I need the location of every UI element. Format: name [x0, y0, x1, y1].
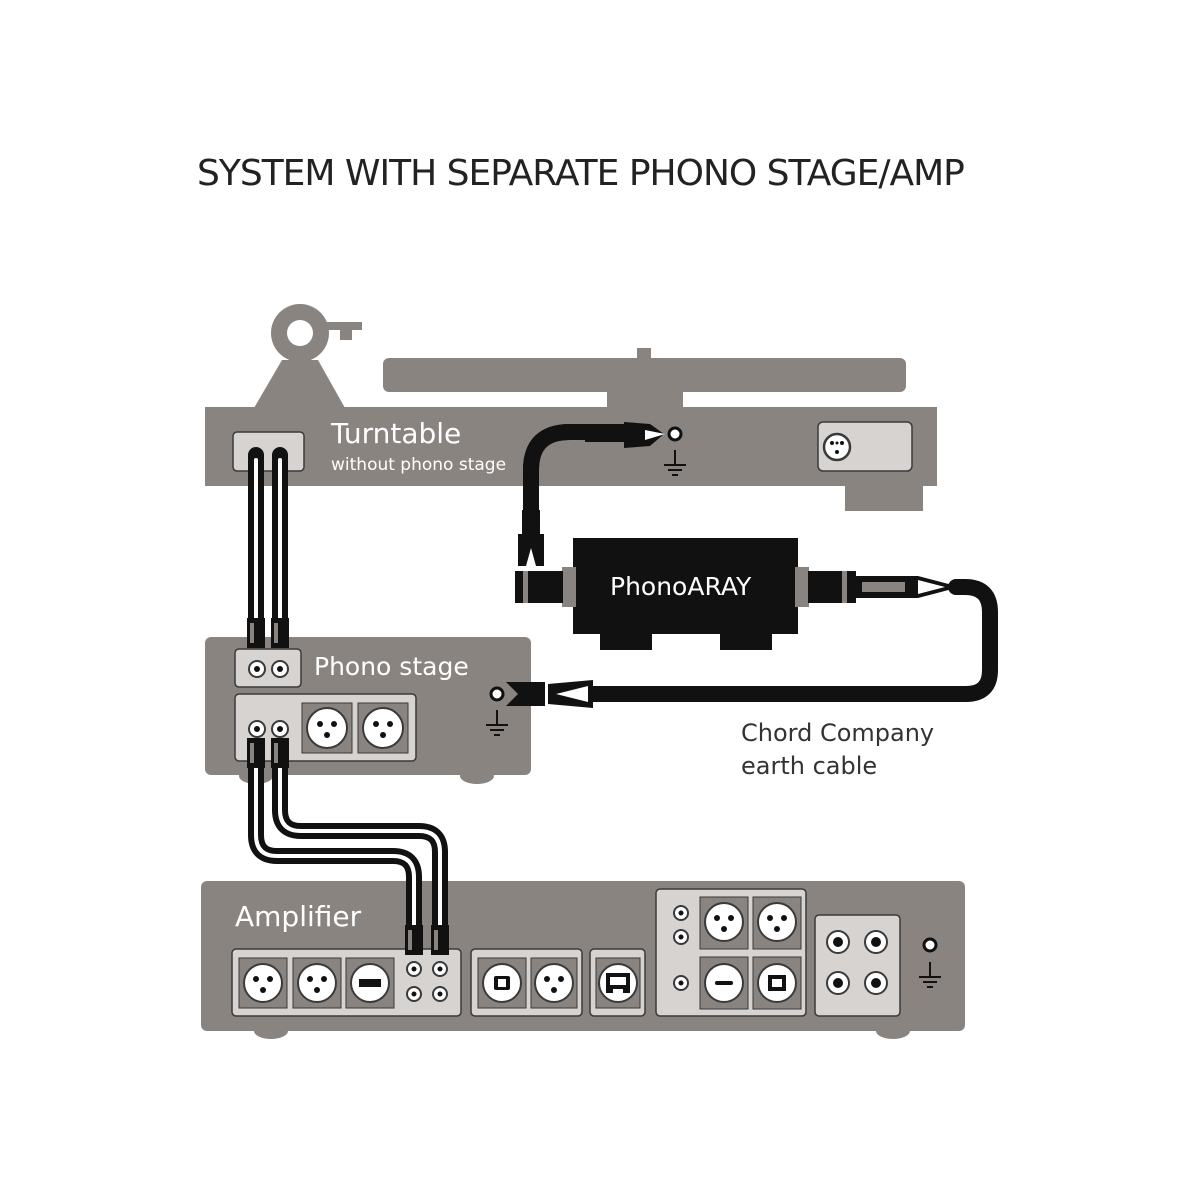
- tonearm-spindle: [287, 320, 313, 346]
- xlr-socket-icon: [699, 896, 749, 950]
- turntable: Turntable without phono stage: [205, 304, 937, 511]
- xlr-socket-icon: [301, 702, 353, 754]
- turntable-body: [205, 407, 937, 486]
- earth-cable-label-line1: Chord Company: [741, 719, 934, 747]
- ethernet-socket-icon: [595, 957, 641, 1009]
- din-socket-icon: [822, 432, 852, 462]
- phonoaray-label: PhonoARAY: [610, 572, 752, 601]
- turntable-sublabel: without phono stage: [331, 455, 506, 475]
- optical-socket-icon: [477, 957, 527, 1009]
- tonearm-icon: [254, 304, 362, 408]
- phono-stage-label: Phono stage: [314, 652, 469, 681]
- rca-cable-tt-to-phono: [247, 447, 289, 648]
- amp-panel-5: [814, 914, 901, 1017]
- phono-input-panel: [234, 648, 302, 688]
- phono-stage-earth-post: [489, 686, 505, 702]
- xlr-socket-icon: [357, 702, 409, 754]
- amplifier: Amplifier: [201, 881, 965, 1039]
- chord-earth-cable: [506, 576, 998, 708]
- amplifier-earth-post: [922, 937, 938, 953]
- phonoaray-body: [573, 538, 798, 634]
- earth-symbol-icon: [919, 962, 941, 988]
- spade-connector-icon: [518, 534, 544, 566]
- phonoaray: PhonoARAY: [515, 538, 856, 650]
- spade-connector-icon: [506, 682, 545, 706]
- earth-symbol-icon: [486, 710, 508, 736]
- xlr-socket-icon: [752, 896, 802, 950]
- xlr-socket-icon: [292, 957, 342, 1009]
- earth-cable-tt-to-phonoaray: [518, 422, 665, 566]
- turntable-rca-panel: [232, 431, 305, 472]
- platter: [383, 358, 906, 392]
- turntable-label: Turntable: [330, 417, 461, 450]
- amplifier-label: Amplifier: [235, 900, 362, 933]
- earth-symbol-icon: [664, 450, 686, 476]
- spade-connector-icon: [624, 422, 664, 448]
- usb-b-socket-icon: [752, 956, 802, 1010]
- turntable-earth-post: [667, 426, 683, 442]
- rca-socket-icon: [406, 961, 448, 1002]
- earth-cable-label-line2: earth cable: [741, 752, 877, 780]
- coax-socket-icon: [699, 956, 749, 1010]
- usb-socket-icon: [345, 957, 395, 1009]
- xlr-socket-icon: [238, 957, 288, 1009]
- rca-cable-phono-to-amp: [247, 738, 449, 955]
- xlr-socket-icon: [530, 957, 578, 1009]
- diagram-title: SYSTEM WITH SEPARATE PHONO STAGE/AMP: [197, 153, 964, 194]
- speaker-terminal-icon: [826, 930, 888, 995]
